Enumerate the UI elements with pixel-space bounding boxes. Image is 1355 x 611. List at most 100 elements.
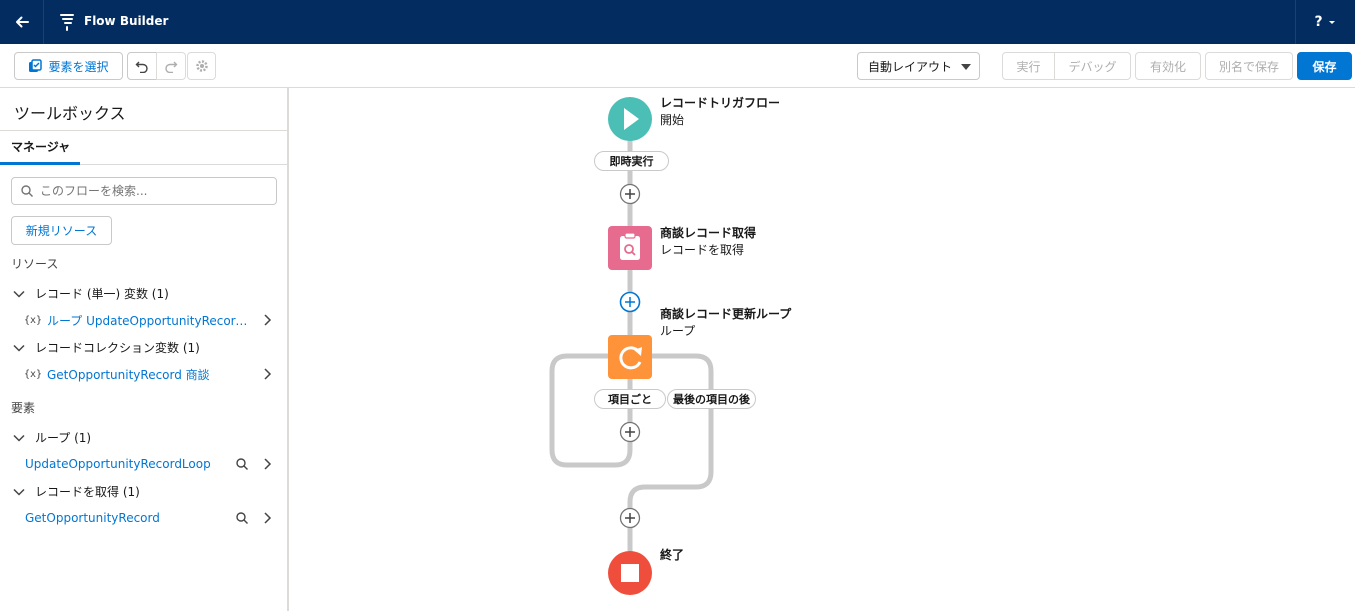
resource-item-label[interactable]: ループ UpdateOpportunityRecordLoo... xyxy=(47,313,255,328)
undo-icon xyxy=(135,61,148,73)
new-resource-label: 新規リソース xyxy=(25,224,98,238)
start-node-title: レコードトリガフロー xyxy=(660,96,781,110)
list-item[interactable]: {x} ループ UpdateOpportunityRecordLoo... xyxy=(0,308,287,332)
layout-mode-select[interactable]: 自動レイアウト xyxy=(857,52,980,80)
tab-manager[interactable]: マネージャ xyxy=(0,131,80,165)
chevron-down-icon xyxy=(13,344,25,352)
element-item-label[interactable]: GetOpportunityRecord xyxy=(25,511,160,525)
loop-icon xyxy=(619,346,642,370)
element-item-label[interactable]: UpdateOpportunityRecordLoop xyxy=(25,457,211,471)
resource-group-label: レコードコレクション変数 (1) xyxy=(35,341,200,355)
elements-section-label: 要素 xyxy=(11,401,36,415)
list-item[interactable]: GetOpportunityRecord xyxy=(0,506,287,530)
for-each-path-label[interactable]: 項目ごと xyxy=(594,389,666,409)
flow-canvas[interactable]: レコードトリガフロー 開始 即時実行 商談レコード取得 レコードを取得 商談レコ… xyxy=(291,88,1355,611)
add-element-button[interactable] xyxy=(619,421,641,443)
variable-icon: {x} xyxy=(24,314,43,326)
toolbox-panel: ツールボックス マネージャ 新規リソース リソース レコード (単一) 変数 (… xyxy=(0,88,289,611)
chevron-down-icon xyxy=(13,434,25,442)
search-icon[interactable] xyxy=(235,457,249,471)
debug-label: デバッグ xyxy=(1068,59,1117,74)
redo-icon xyxy=(165,61,178,73)
element-group-label: ループ (1) xyxy=(35,431,92,445)
list-item[interactable]: {x} GetOpportunityRecord 商談 xyxy=(0,362,287,386)
clipboard-search-icon xyxy=(620,232,640,260)
resource-group-record-variable[interactable]: レコード (単一) 変数 (1) xyxy=(11,285,169,302)
resource-group-record-collection[interactable]: レコードコレクション変数 (1) xyxy=(11,339,200,356)
toolbox-title: ツールボックス xyxy=(14,104,126,123)
loop-node-title: 商談レコード更新ループ xyxy=(660,307,792,321)
run-immediately-path-label[interactable]: 即時実行 xyxy=(594,151,669,171)
chevron-right-icon[interactable] xyxy=(261,456,275,472)
resource-item-label[interactable]: GetOpportunityRecord 商談 xyxy=(47,367,210,382)
gear-icon xyxy=(195,60,208,72)
debug-button[interactable]: デバッグ xyxy=(1054,52,1131,80)
resources-section-label: リソース xyxy=(11,257,59,271)
help-label: ? xyxy=(1314,14,1323,30)
back-arrow-icon xyxy=(15,16,29,28)
add-element-button[interactable] xyxy=(619,291,641,313)
save-as-button[interactable]: 別名で保存 xyxy=(1205,52,1293,80)
new-resource-button[interactable]: 新規リソース xyxy=(11,216,112,245)
back-button[interactable] xyxy=(0,0,44,44)
search-icon xyxy=(21,185,33,197)
save-label: 保存 xyxy=(1312,59,1337,74)
run-label: 実行 xyxy=(1016,59,1041,74)
plus-icon xyxy=(625,297,635,307)
select-elements-label: 要素を選択 xyxy=(48,59,109,74)
add-element-button[interactable] xyxy=(619,507,641,529)
layout-mode-value: 自動レイアウト xyxy=(868,59,953,74)
plus-icon xyxy=(625,427,635,437)
end-node-title: 終了 xyxy=(660,548,685,562)
get-records-node-subtitle: レコードを取得 xyxy=(660,243,745,257)
select-elements-button[interactable]: 要素を選択 xyxy=(14,52,123,80)
element-group-get-records[interactable]: レコードを取得 (1) xyxy=(11,483,140,500)
redo-button[interactable] xyxy=(156,52,186,80)
activate-button[interactable]: 有効化 xyxy=(1135,52,1201,80)
get-records-node-label: 商談レコード取得 レコードを取得 xyxy=(660,224,756,258)
after-last-path-label[interactable]: 最後の項目の後 xyxy=(667,389,756,409)
chevron-down-icon xyxy=(13,488,25,496)
element-group-label: レコードを取得 (1) xyxy=(35,485,140,499)
end-node-label: 終了 xyxy=(660,546,684,563)
toolbar: 要素を選択 自動レイアウト 実行 デバッグ 有効化 別名で保存 保存 xyxy=(0,44,1355,88)
select-icon xyxy=(29,59,43,72)
add-element-button[interactable] xyxy=(619,183,641,205)
caret-down-icon xyxy=(961,64,971,70)
list-item[interactable]: UpdateOpportunityRecordLoop xyxy=(0,452,287,476)
loop-node[interactable] xyxy=(608,335,652,379)
run-debug-group: 実行 デバッグ xyxy=(1002,52,1131,80)
chevron-right-icon[interactable] xyxy=(261,510,275,526)
get-records-node-title: 商談レコード取得 xyxy=(660,226,757,240)
stop-icon xyxy=(621,564,639,582)
save-as-label: 別名で保存 xyxy=(1218,59,1279,74)
flow-connectors xyxy=(549,97,714,595)
loop-node-label: 商談レコード更新ループ ループ xyxy=(660,305,791,339)
plus-icon xyxy=(625,189,635,199)
get-records-node[interactable] xyxy=(608,226,652,270)
flow-logo-icon xyxy=(60,14,74,31)
undo-redo-group xyxy=(127,52,186,80)
plus-icon xyxy=(625,513,635,523)
activate-label: 有効化 xyxy=(1149,59,1186,74)
play-icon xyxy=(624,108,639,130)
app-header: Flow Builder ? xyxy=(0,0,1355,44)
end-node[interactable] xyxy=(608,551,652,595)
variable-icon: {x} xyxy=(24,368,43,380)
search-icon[interactable] xyxy=(235,511,249,525)
element-group-loop[interactable]: ループ (1) xyxy=(11,429,91,446)
run-button[interactable]: 実行 xyxy=(1002,52,1055,80)
chevron-right-icon[interactable] xyxy=(261,312,275,328)
chevron-right-icon[interactable] xyxy=(261,366,275,382)
loop-node-subtitle: ループ xyxy=(660,324,696,338)
settings-button[interactable] xyxy=(187,52,216,80)
chevron-down-icon xyxy=(1328,21,1335,24)
start-node[interactable] xyxy=(608,97,652,141)
start-node-label: レコードトリガフロー 開始 xyxy=(660,94,780,128)
resource-group-label: レコード (単一) 変数 (1) xyxy=(35,287,169,301)
help-menu-button[interactable]: ? xyxy=(1295,0,1355,44)
flow-search-input[interactable] xyxy=(11,177,277,205)
undo-button[interactable] xyxy=(127,52,157,80)
save-button[interactable]: 保存 xyxy=(1297,52,1352,80)
start-node-subtitle: 開始 xyxy=(660,113,685,127)
